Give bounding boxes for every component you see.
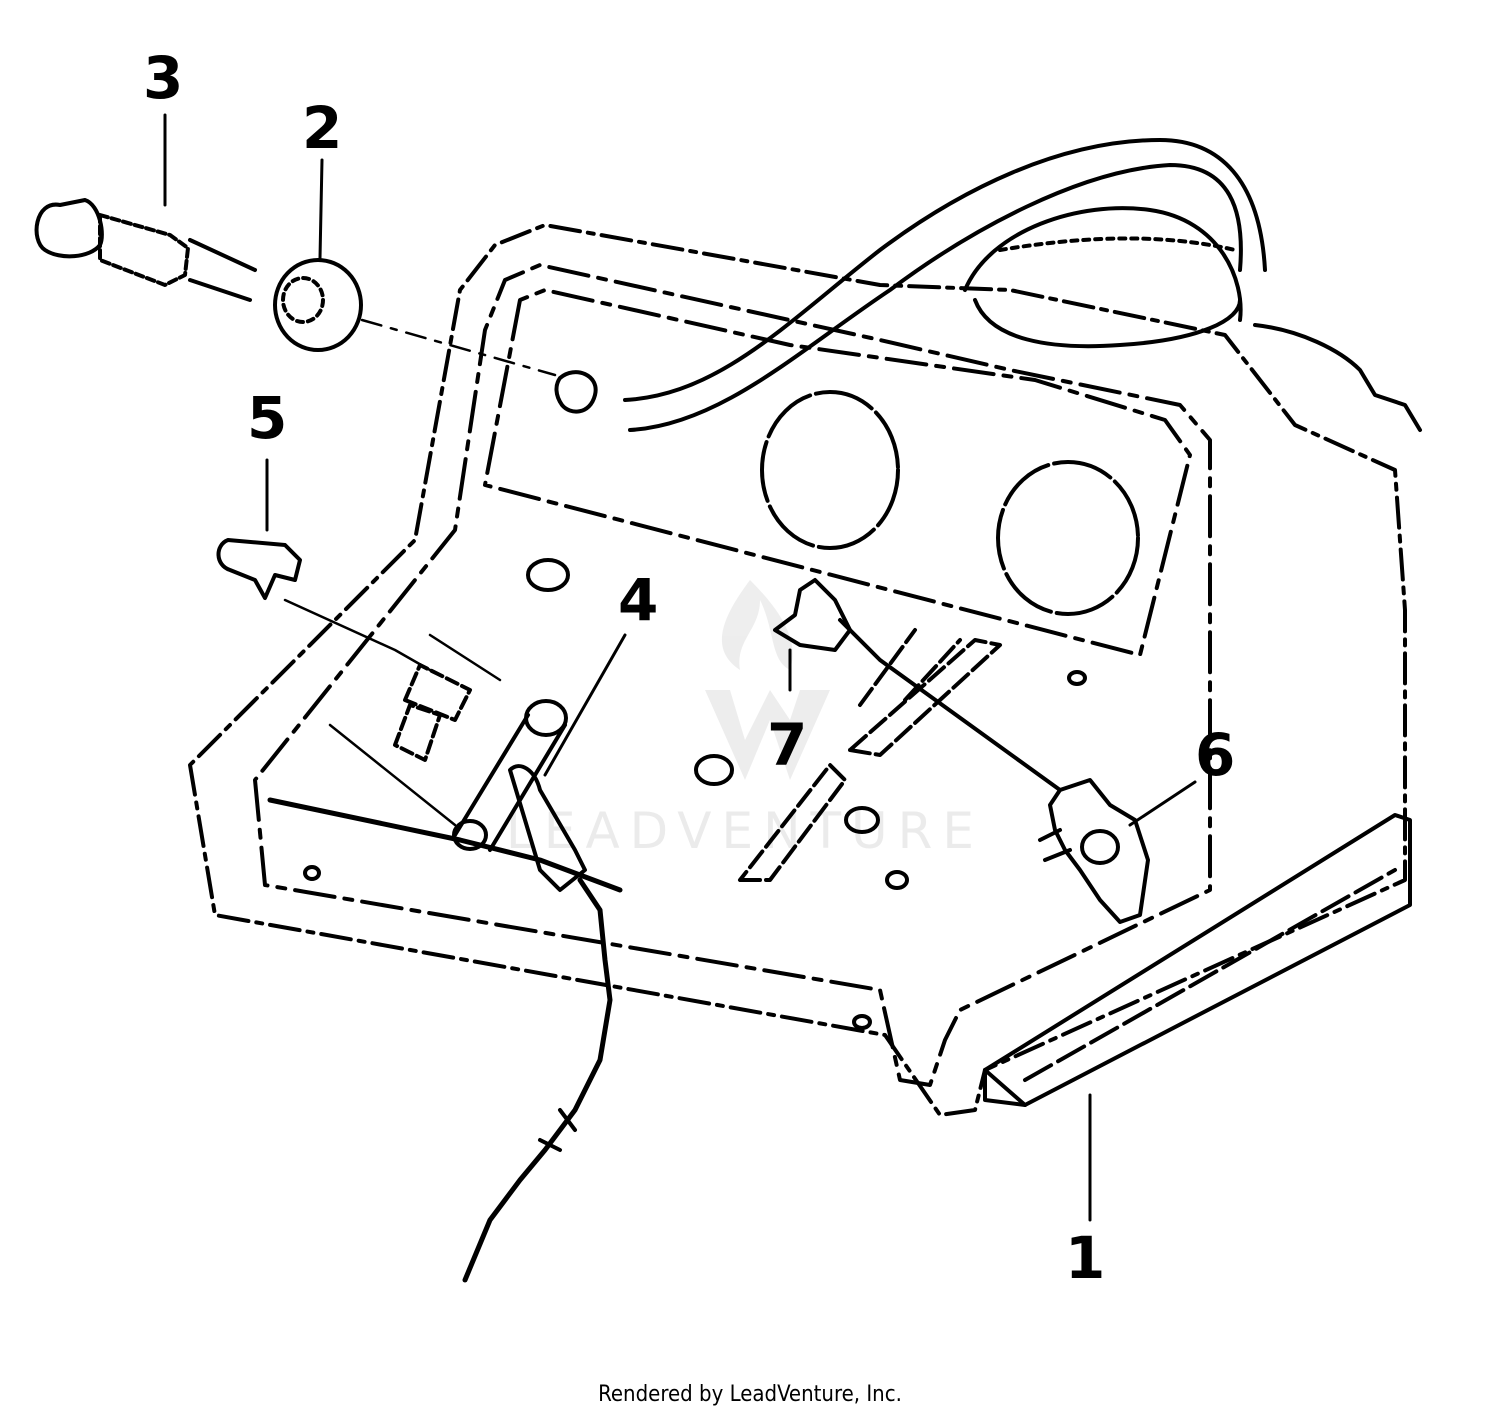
wiring-harness <box>623 138 1267 402</box>
dash-upper-panel <box>483 288 1192 657</box>
slot <box>738 763 847 882</box>
callout-1: 1 <box>1065 1224 1105 1292</box>
slot <box>848 638 1002 757</box>
callout-4: 4 <box>618 566 658 634</box>
console-outline <box>188 223 1407 1117</box>
hole <box>885 870 909 890</box>
hole <box>1067 670 1087 686</box>
hole <box>526 558 570 592</box>
callout-2: 2 <box>302 94 342 162</box>
callout-5: 5 <box>247 384 287 452</box>
gauge-right <box>996 460 1140 616</box>
watermark-text: LEADVENTURE <box>506 802 984 860</box>
callout-7: 7 <box>767 711 807 779</box>
console-inner-outline <box>253 263 1212 1087</box>
base-strip <box>983 813 1412 1107</box>
hole <box>694 754 734 786</box>
leader-6 <box>1128 780 1197 827</box>
leader-4 <box>543 633 627 777</box>
switch-part-6 <box>1038 778 1150 924</box>
knob-part-3 <box>34 198 257 302</box>
hole <box>303 865 321 881</box>
throttle-lever-part-4 <box>267 663 623 1283</box>
pin-part-5 <box>216 538 502 827</box>
hole-upper <box>554 370 598 414</box>
hole <box>852 1014 872 1030</box>
footer-credit: Rendered by LeadVenture, Inc. <box>598 1382 902 1407</box>
callout-3: 3 <box>143 44 183 112</box>
hole <box>844 806 880 834</box>
leadventure-watermark: LEADVENTURE <box>506 580 984 860</box>
choke-part-7 <box>773 578 1062 792</box>
leader-2 <box>318 158 324 260</box>
gauge-left <box>760 390 900 550</box>
grommet-part-2 <box>273 258 363 352</box>
callout-6: 6 <box>1195 721 1235 789</box>
